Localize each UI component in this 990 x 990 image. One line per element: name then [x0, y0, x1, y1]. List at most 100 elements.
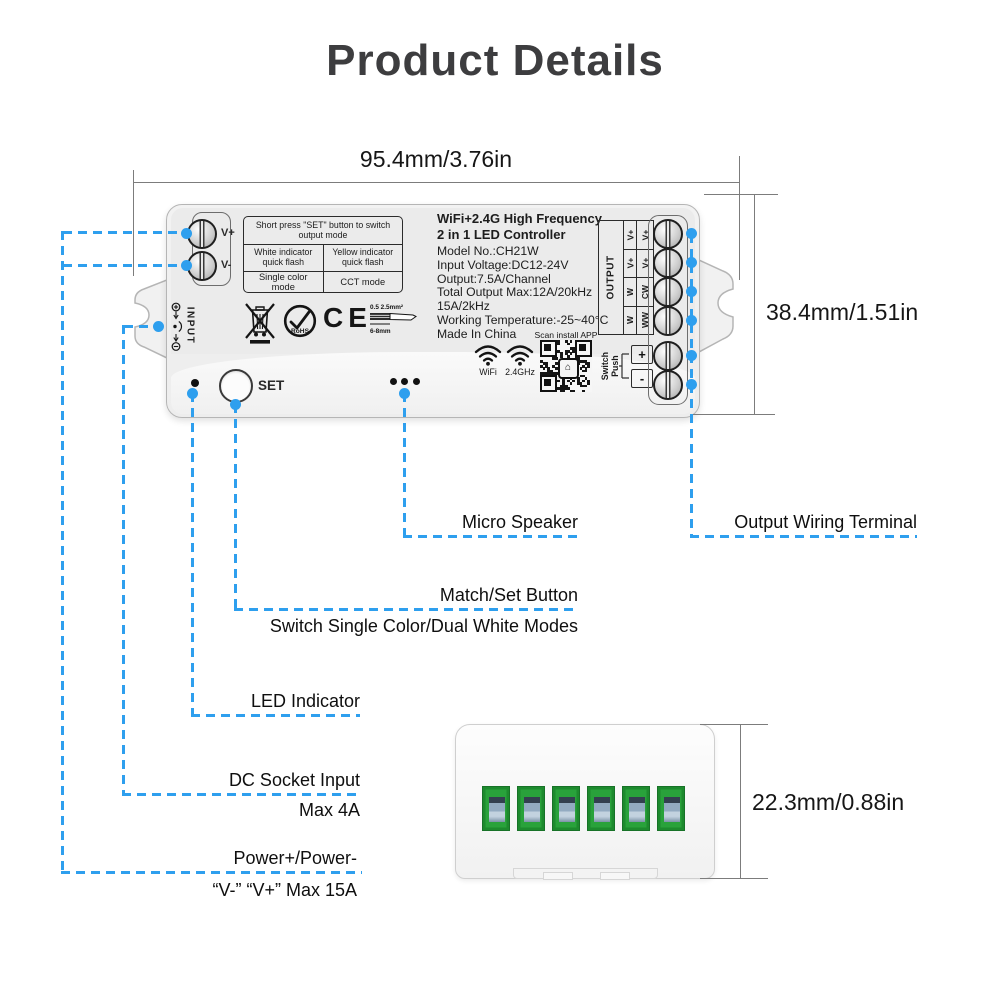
page-title: Product Details [326, 36, 664, 85]
mode-table-header: Short press "SET" button to switch outpu… [244, 217, 402, 245]
callout-micro-speaker: Micro Speaker [461, 512, 578, 532]
thickness-dimension-tick-bottom [700, 878, 768, 879]
wifi-label: WiFi [479, 367, 497, 377]
wire-spec-bottom-text: 6-8mm [370, 328, 391, 335]
output-pin-label: V+ [624, 229, 635, 241]
output-screw [653, 341, 683, 371]
callout-dot [686, 350, 697, 361]
thickness-dimension-tick-top [700, 724, 768, 725]
rohs-text: RoHS [291, 328, 310, 335]
output-terminal-socket [657, 786, 685, 831]
output-screw [653, 277, 683, 307]
mode-table-cell: Single color mode [244, 272, 324, 292]
output-pin-label: V+ [624, 257, 635, 269]
speaker-hole [401, 378, 408, 385]
ce-mark: CE [323, 302, 372, 333]
callout-power-sub: “V-” “V+” Max 15A [212, 880, 357, 900]
freq-label: 2.4GHz [505, 367, 535, 377]
terminal-slot [593, 797, 610, 822]
width-dimension-tick-left [133, 170, 134, 276]
spec-title-line2: 2 in 1 LED Controller [437, 226, 566, 242]
callout-underline-dc-socket [122, 793, 362, 796]
width-dimension-line [133, 182, 740, 183]
output-terminal-socket [517, 786, 545, 831]
spec-line: Input Voltage:DC12-24V [437, 257, 569, 272]
terminal-slot [558, 797, 575, 822]
callout-underline-match-set [234, 608, 578, 611]
right-mounting-ear [699, 259, 734, 353]
callout-dot [153, 321, 164, 332]
callout-underline-led [191, 714, 360, 717]
mode-instruction-table: Short press "SET" button to switch outpu… [243, 216, 403, 293]
callout-underline-output-terminal [690, 535, 917, 538]
callout-dot [230, 399, 241, 410]
callout-line-led [191, 393, 194, 715]
speaker-hole [390, 378, 397, 385]
qr-caption: Scan install APP [534, 330, 598, 340]
spec-line: Made In China [437, 326, 517, 341]
height-dimension-line [754, 194, 755, 415]
callout-line-set [234, 404, 237, 609]
height-dimension-label: 38.4mm/1.51in [766, 299, 919, 325]
callout-dot [686, 257, 697, 268]
qr-finder [540, 340, 557, 357]
set-button-label: SET [258, 378, 285, 393]
input-screw-v-plus [187, 219, 217, 249]
spec-info-block: WiFi+2.4G High Frequency 2 in 1 LED Cont… [437, 211, 652, 342]
callout-led-indicator: LED Indicator [250, 691, 360, 711]
callout-dot [686, 315, 697, 326]
callout-line-power [61, 231, 64, 872]
output-terminal-table: OUTPUT V+ V+ W W V+ V+ CW WW [598, 220, 654, 335]
spec-line: Model No.:CH21W [437, 244, 539, 258]
wire-spec-top-text: 0.5 2.5mm² [370, 304, 403, 311]
spec-line: Total Output Max:12A/20kHz [437, 285, 593, 300]
output-screw [653, 219, 683, 249]
spec-line: Output:7.5A/Channel [437, 271, 551, 286]
width-dimension-tick-right [739, 156, 740, 280]
callout-dc-socket: DC Socket Input [228, 770, 360, 790]
callout-dot [686, 228, 697, 239]
height-dimension-tick-bottom [690, 414, 775, 415]
callout-dot [686, 286, 697, 297]
terminal-slot [523, 797, 540, 822]
callout-line-v-minus [63, 264, 187, 267]
case-foot-tab [543, 872, 573, 880]
callout-line-speaker [403, 393, 406, 536]
qr-finder [575, 340, 592, 357]
output-screw [653, 248, 683, 278]
switch-push-minus-terminal: - [631, 369, 653, 388]
output-terminal-socket [552, 786, 580, 831]
mode-table-cell: White indicator quick flash [244, 245, 324, 271]
output-terminal-socket [587, 786, 615, 831]
input-terminal-housing [192, 212, 231, 286]
spec-title-line1: WiFi+2.4G High Frequency [437, 211, 602, 226]
wire-spec-icon: 0.5 2.5mm² 6-8mm [370, 304, 417, 335]
switch-push-plus-terminal: + [631, 345, 653, 364]
left-mounting-ear [134, 279, 167, 359]
output-terminal-housing [648, 215, 688, 405]
thickness-dimension-line [740, 724, 741, 878]
callout-line-input [124, 325, 159, 328]
thickness-dimension-label: 22.3mm/0.88in [752, 789, 905, 815]
output-screw [653, 306, 683, 336]
wifi-icon [474, 345, 502, 366]
speaker-hole [413, 378, 420, 385]
callout-dot [181, 260, 192, 271]
output-table-header: OUTPUT [605, 255, 617, 300]
callout-power: Power+/Power- [233, 848, 357, 868]
callout-match-set-button: Match/Set Button [439, 585, 578, 605]
mode-table-cell: CCT mode [340, 276, 386, 287]
freq-icon-group: 2.4GHz [503, 343, 537, 377]
spec-line: 15A/2kHz [437, 299, 490, 314]
controller-label-area [171, 208, 695, 354]
callout-match-set-sub: Switch Single Color/Dual White Modes [269, 616, 578, 636]
output-terminal-socket [622, 786, 650, 831]
2-4ghz-icon [506, 345, 534, 366]
v-minus-label: V- [221, 259, 232, 271]
callout-dot [686, 379, 697, 390]
set-button [219, 369, 253, 403]
v-plus-label: V+ [221, 227, 235, 239]
case-foot [513, 868, 658, 879]
output-screw [653, 370, 683, 400]
